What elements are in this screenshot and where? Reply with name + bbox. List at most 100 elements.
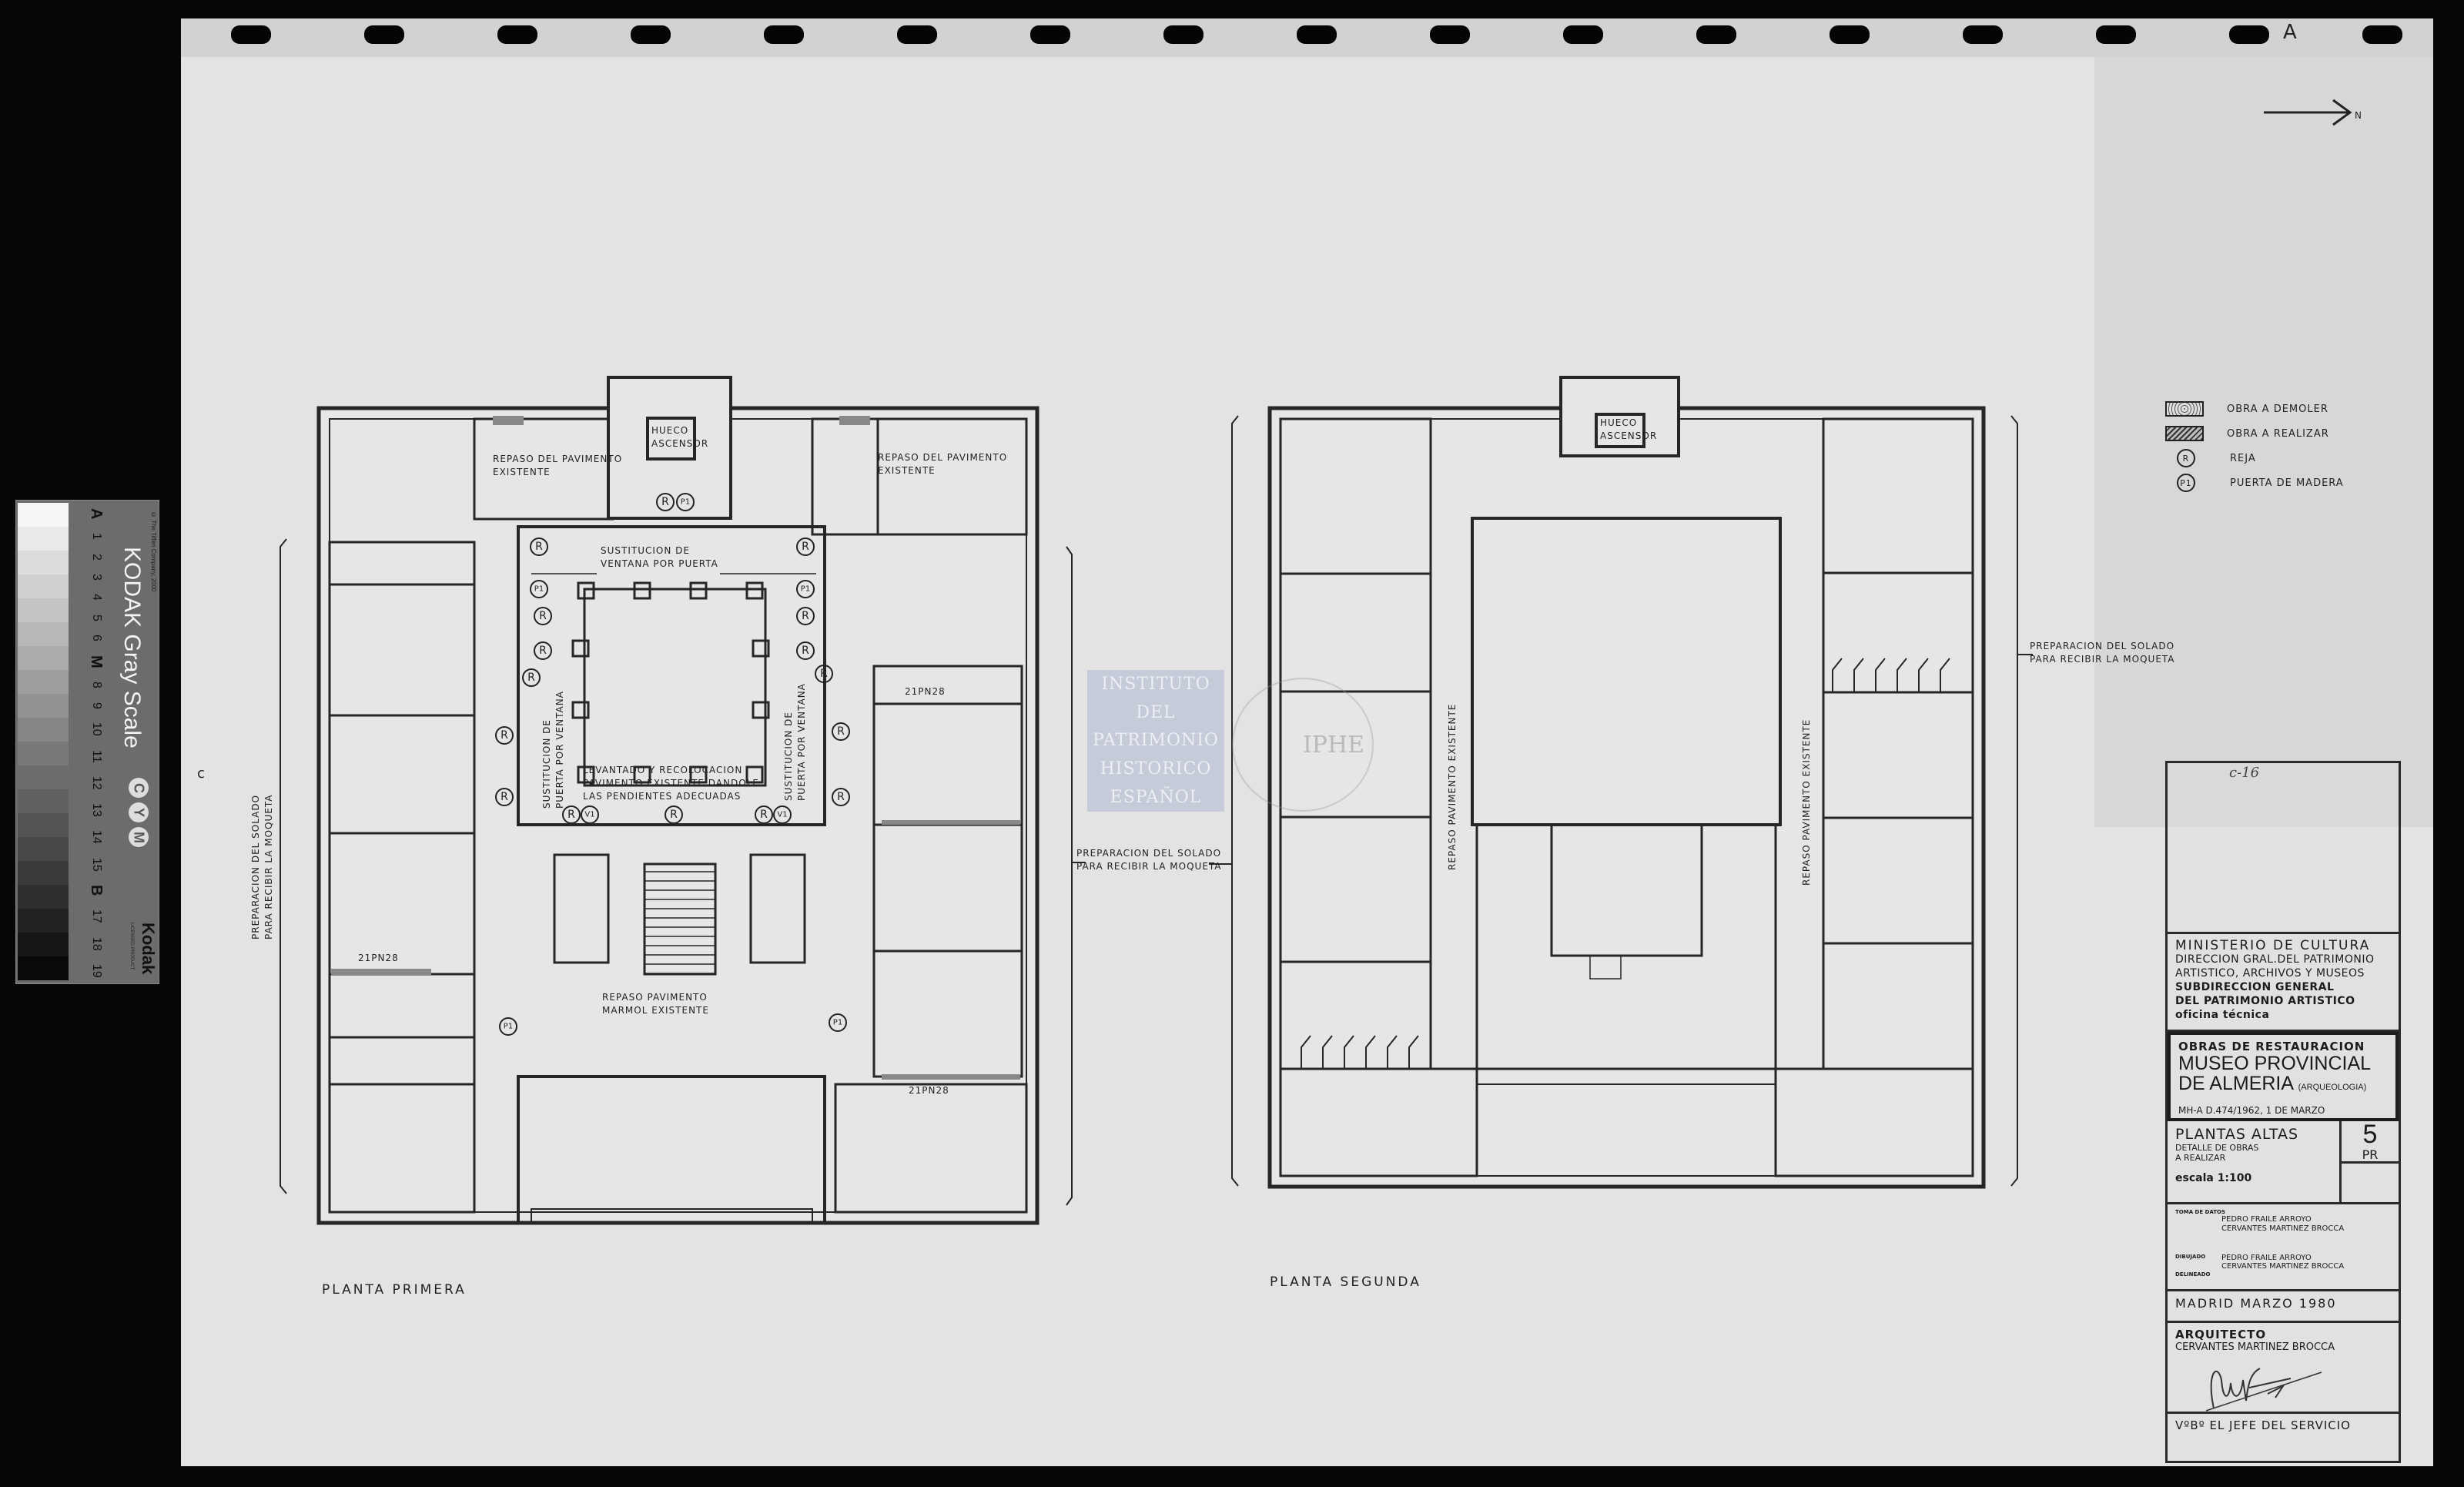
watermark-line: DEL <box>1136 702 1176 722</box>
north-label: N <box>2355 110 2362 121</box>
pier <box>633 765 651 784</box>
sheet-code: PR <box>2362 1147 2379 1162</box>
symbol-text: R <box>539 645 547 657</box>
door-symbol-icon: P1 <box>2177 474 2195 492</box>
symbol-text: R <box>802 645 809 657</box>
sheet-number: 5 <box>2362 1120 2378 1149</box>
symbol-text: R <box>820 668 828 680</box>
watermark-line: PATRIMONIO <box>1093 731 1219 751</box>
symbol-text: R <box>539 610 547 622</box>
moqueta-label: PARA RECIBIR LA MOQUETA <box>2030 654 2175 665</box>
licensed-label: LICENSED PRODUCT <box>129 923 134 970</box>
watermark-stamp: INSTITUTO DEL PATRIMONIO HISTORICO ESPAÑ… <box>1087 670 1224 812</box>
puerta-symbol-icon: P1 <box>796 580 815 598</box>
elevator-shaft <box>1595 413 1645 448</box>
sustitucion-puerta-label: SUSTITUCION DE <box>541 719 552 809</box>
symbol-text: R <box>500 729 508 742</box>
profile-code: 21PN28 <box>909 1085 949 1096</box>
elevator-label: HUECO <box>1600 417 1637 428</box>
realizar-swatch <box>2165 426 2204 441</box>
gray-patch <box>18 574 69 598</box>
courtyard <box>583 588 767 787</box>
toilet-stalls <box>1301 658 1950 1069</box>
punch-hole <box>1830 25 1870 44</box>
north-arrow-icon <box>2264 99 2352 126</box>
stall <box>1940 658 1950 692</box>
outer-wall <box>316 406 1040 1225</box>
plan-primera-labels: HUECO ASCENSOR REPASO DEL PAVIMENTO EXIS… <box>250 425 1221 1298</box>
gray-step-label: 10 <box>90 722 103 736</box>
plan-planta-segunda <box>1209 376 2033 1189</box>
ministry-line: SUBDIRECCION GENERAL <box>2175 981 2335 993</box>
stall <box>1875 658 1886 692</box>
gray-step-label: 8 <box>90 682 103 689</box>
elevator-label: ASCENSOR <box>1600 430 1657 441</box>
stall <box>1365 1035 1376 1069</box>
toma-label: TOMA DE DATOS <box>2175 1209 2226 1215</box>
gray-patch <box>18 742 69 765</box>
gray-step-label: 3 <box>90 574 103 581</box>
pier <box>577 581 595 600</box>
profile-code: 21PN28 <box>358 953 399 963</box>
cym-dot: M <box>129 827 149 847</box>
punch-hole <box>1163 25 1204 44</box>
legend-item: OBRA A REALIZAR <box>2165 421 2344 446</box>
pier <box>571 701 590 719</box>
reja-symbol-icon: R <box>522 668 541 687</box>
repaso-label: REPASO DEL PAVIMENTO <box>493 454 622 464</box>
cym-dots: C Y M <box>129 778 149 847</box>
room <box>1279 1067 1478 1177</box>
ministry-line: oficina técnica <box>2175 1009 2270 1021</box>
symbol-text: R <box>837 725 845 738</box>
symbol-text: R <box>760 809 768 821</box>
gray-step-label: B <box>88 885 105 896</box>
scale: escala 1:100 <box>2175 1172 2252 1184</box>
reja-symbol-icon: R <box>832 788 850 806</box>
gray-step-label: A <box>88 508 105 520</box>
punch-hole <box>497 25 537 44</box>
stair <box>1589 955 1622 980</box>
gray-patch <box>18 598 69 622</box>
ministry-line: MINISTERIO DE CULTURA <box>2175 938 2371 953</box>
reja-symbol-icon: R <box>2177 449 2195 467</box>
gray-patch <box>18 718 69 742</box>
outer-wall <box>1267 406 1986 1189</box>
project-block: OBRAS DE RESTAURACION MUSEO PROVINCIAL D… <box>2168 1032 2399 1121</box>
reja-symbol-icon: R <box>495 788 514 806</box>
credit-name: CERVANTES MARTINEZ BROCCA <box>2221 1262 2345 1271</box>
punch-hole <box>2229 25 2269 44</box>
credits-block: TOMA DE DATOS PEDRO FRAILE ARROYO CERVAN… <box>2168 1204 2399 1291</box>
obra-a-realizar-marks <box>331 416 1020 1080</box>
kodak-logo: Kodak <box>139 923 158 975</box>
bracket-right <box>2010 415 2018 1187</box>
symbol-text: R <box>567 809 575 821</box>
punch-hole <box>2096 25 2136 44</box>
levantado-label: LAS PENDIENTES ADECUADAS <box>583 791 741 802</box>
bracket-right <box>1066 546 1073 1206</box>
gray-patch <box>18 694 69 718</box>
works-label: OBRAS DE RESTAURACION <box>2178 1040 2365 1053</box>
title-block-top: c-16 <box>2168 763 2399 934</box>
repaso-label: REPASO PAVIMENTO EXISTENTE <box>1801 719 1812 886</box>
reja-symbol-icon: R <box>755 805 773 824</box>
gallery-bar <box>1476 1068 1776 1085</box>
sustitucion-puerta-label: PUERTA POR VENTANA <box>554 691 565 809</box>
gray-patch <box>18 956 69 980</box>
puerta-symbol-icon: P1 <box>829 1013 847 1032</box>
reja-symbol-icon: R <box>832 722 850 741</box>
pier <box>633 581 651 600</box>
gray-step-label: 12 <box>90 775 103 790</box>
reja-symbol-icon: R <box>815 665 833 683</box>
punch-hole <box>231 25 271 44</box>
punch-hole <box>1563 25 1603 44</box>
watermark-line: HISTORICO <box>1100 759 1212 779</box>
toilets <box>872 665 1023 705</box>
sustitucion-ventana-label: SUSTITUCION DE <box>601 545 690 556</box>
reja-symbol-icon: R <box>796 538 815 556</box>
ventana-symbol-icon: V1 <box>773 805 792 824</box>
gray-step-label: 13 <box>90 803 103 817</box>
stall <box>1853 658 1864 692</box>
sheet-block: PLANTAS ALTAS DETALLE DE OBRAS A REALIZA… <box>2168 1121 2399 1204</box>
symbol-text: P1 <box>534 585 544 594</box>
credit-name: CERVANTES MARTINEZ BROCCA <box>2221 1224 2345 1233</box>
